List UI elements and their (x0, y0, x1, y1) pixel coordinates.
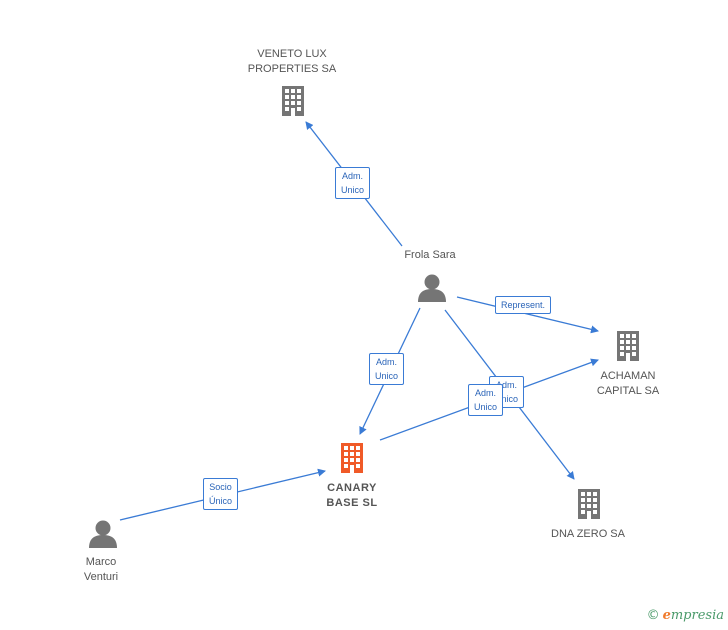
edge-label-canary-achaman[interactable]: Adm. Unico (468, 384, 504, 416)
edge-label-frola-achaman[interactable]: Represent. (495, 296, 552, 314)
node-label-line: BASE SL (326, 497, 378, 509)
edge-frola-achaman (456, 296, 599, 334)
brand-name: mpresia (670, 608, 724, 623)
edge-label-frola-veneto[interactable]: Adm. Unico (335, 167, 371, 199)
building-icon (341, 443, 363, 473)
edge-label-frola-canary[interactable]: Adm. Unico (369, 353, 405, 385)
edge-label-marco-canary[interactable]: Socio Único (203, 478, 239, 510)
node-achaman-capital[interactable]: ACHAMAN CAPITAL SA (597, 369, 659, 399)
node-label-line: ACHAMAN (600, 370, 656, 382)
node-veneto-lux[interactable]: VENETO LUX PROPERTIES SA (248, 47, 336, 77)
empresia-watermark: ©empresia (647, 608, 724, 623)
node-canary-base[interactable]: CANARY BASE SL (326, 481, 377, 511)
node-label-line: Frola Sara (404, 249, 456, 261)
node-label-line: CANARY (327, 482, 377, 494)
node-marco-venturi[interactable]: Marco Venturi (84, 555, 118, 585)
node-label-line: PROPERTIES SA (247, 63, 337, 75)
building-icon (578, 489, 600, 519)
brand-initial: e (662, 608, 671, 623)
node-label-line: DNA ZERO SA (551, 528, 625, 540)
person-icon (89, 520, 117, 548)
copyright-symbol: © (646, 608, 660, 623)
node-dna-zero[interactable]: DNA ZERO SA (551, 527, 625, 542)
node-label-line: CAPITAL SA (596, 385, 660, 397)
building-icon (617, 331, 639, 361)
node-label-line: Venturi (83, 571, 119, 583)
person-icon (418, 274, 446, 302)
node-label-line: VENETO LUX (257, 48, 327, 60)
node-label-line: Marco (85, 556, 117, 568)
node-frola-sara[interactable]: Frola Sara (404, 248, 455, 263)
building-icon (282, 86, 304, 116)
